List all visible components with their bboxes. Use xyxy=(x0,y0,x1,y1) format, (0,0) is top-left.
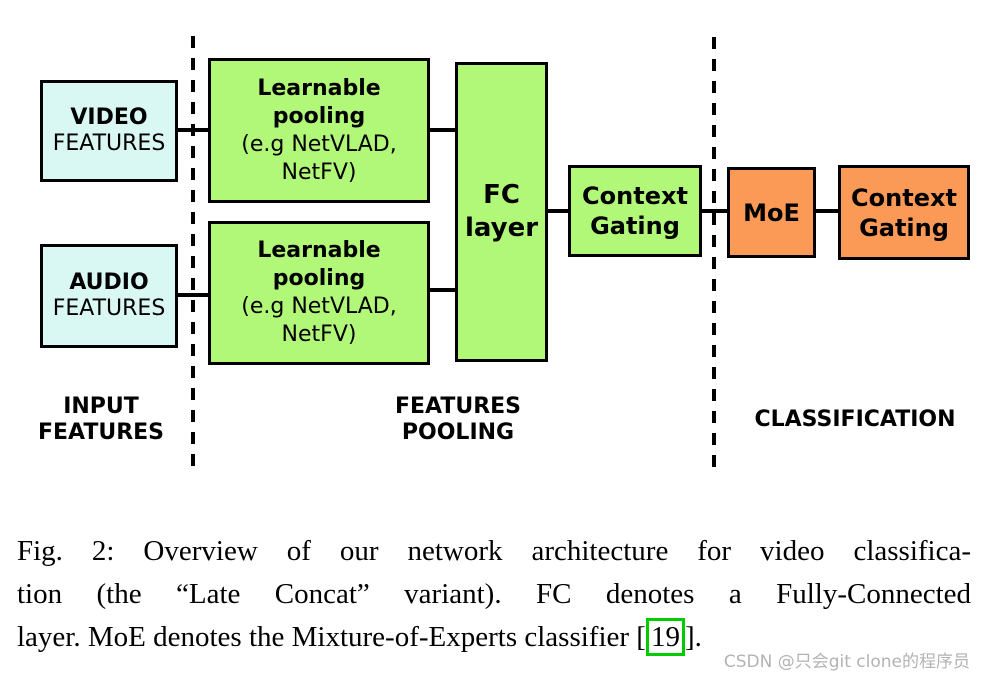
caption-line-1: Fig. 2: Overview of our network architec… xyxy=(17,535,971,567)
learnable-pooling-video-box: Learnable pooling (e.g NetVLAD, NetFV) xyxy=(208,58,430,203)
video-features-box: VIDEO FEATURES xyxy=(40,80,178,182)
learnable-pooling-audio-box: Learnable pooling (e.g NetVLAD, NetFV) xyxy=(208,221,430,365)
connector-video-to-pooling xyxy=(176,128,210,132)
fc-layer-box: FC layer xyxy=(455,62,548,362)
csdn-watermark: CSDN @只会git clone的程序员 xyxy=(723,652,970,672)
connector-pooling2-to-fc xyxy=(428,288,458,292)
context-gating-line: Gating xyxy=(590,212,680,240)
connector-fc-to-contextgating xyxy=(545,209,570,213)
section-label-line: CLASSIFICATION xyxy=(754,407,956,432)
section-label-classification: CLASSIFICATION xyxy=(745,407,965,433)
section-label-line: FEATURES xyxy=(394,394,522,419)
pooling-line: (e.g NetVLAD, xyxy=(241,131,397,157)
pooling-line: Learnable xyxy=(257,75,381,101)
pooling-line: pooling xyxy=(272,103,366,129)
pooling-line: pooling xyxy=(272,266,366,291)
context-gating-line: Context xyxy=(582,182,688,210)
connector-pooling1-to-fc xyxy=(428,128,458,132)
caption-line-3: layer. MoE denotes the Mixture-of-Expert… xyxy=(17,616,971,659)
context-gating-green-box: Context Gating xyxy=(568,165,702,257)
context-gating-line: Context xyxy=(851,183,957,212)
section-label-line: POOLING xyxy=(401,420,515,445)
caption-line-3-prefix: layer. MoE denotes the Mixture-of-Expert… xyxy=(17,621,646,653)
pooling-line: Learnable xyxy=(257,238,381,263)
caption-line-2: tion (the “Late Concat” variant). FC den… xyxy=(17,578,971,610)
section-label-line: FEATURES xyxy=(37,420,165,445)
audio-features-box: AUDIO FEATURES xyxy=(40,244,178,348)
audio-features-title: AUDIO xyxy=(69,270,149,295)
connector-moe-to-contextgating xyxy=(813,209,841,213)
connector-audio-to-pooling xyxy=(176,293,210,297)
fc-layer-line: layer xyxy=(464,213,539,243)
moe-label: MoE xyxy=(743,198,800,227)
section-divider-dashed-right xyxy=(712,37,716,472)
context-gating-line: Gating xyxy=(859,213,949,242)
moe-box: MoE xyxy=(727,167,816,258)
connector-contextgating-to-moe xyxy=(699,209,730,213)
video-features-subtitle: FEATURES xyxy=(52,131,166,156)
citation-link-19[interactable]: 19 xyxy=(645,618,685,656)
video-features-title: VIDEO xyxy=(70,105,148,130)
pooling-line: NetFV) xyxy=(281,159,357,185)
audio-features-subtitle: FEATURES xyxy=(52,296,166,321)
section-divider-dashed-left xyxy=(191,36,195,470)
section-label-line: INPUT xyxy=(63,394,139,419)
fc-layer-line: FC xyxy=(483,180,520,210)
section-label-input-features: INPUT FEATURES xyxy=(20,394,182,446)
section-label-features-pooling: FEATURES POOLING xyxy=(378,394,538,446)
caption-line-3-suffix: ]. xyxy=(684,621,702,653)
figure-caption: Fig. 2: Overview of our network architec… xyxy=(17,530,971,659)
pooling-line: (e.g NetVLAD, xyxy=(241,294,397,319)
context-gating-orange-box: Context Gating xyxy=(838,165,970,260)
pooling-line: NetFV) xyxy=(281,322,357,347)
